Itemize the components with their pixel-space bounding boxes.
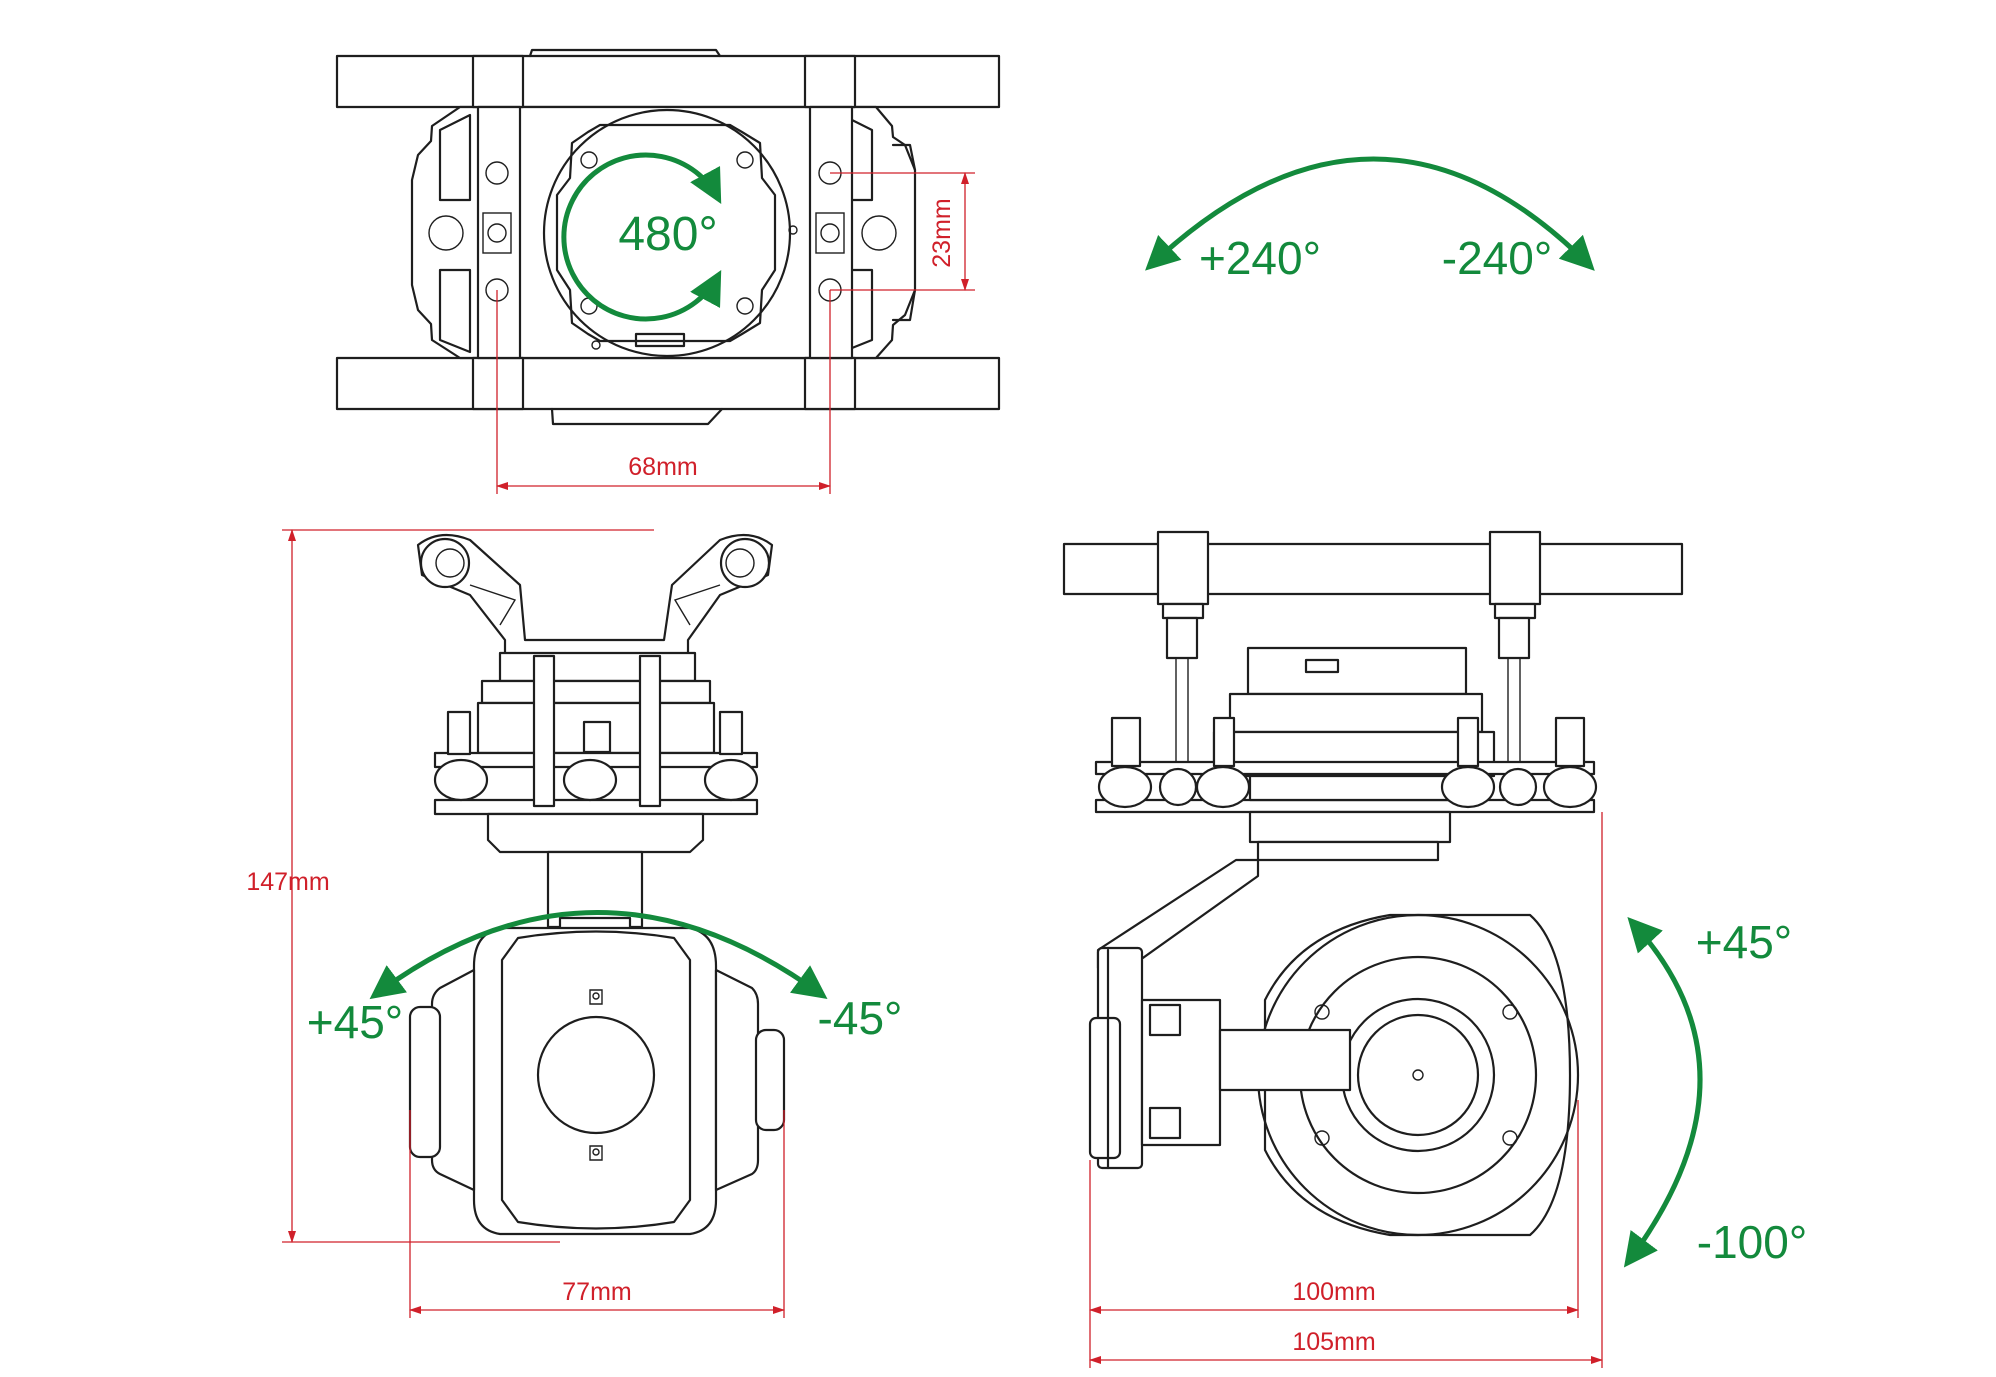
roll-range-arrow	[369, 910, 828, 1000]
yaw-rotation-label: 480°	[618, 208, 717, 261]
side-rail	[1062, 542, 1684, 596]
bottom-rail	[335, 356, 1001, 411]
pitch-negative-label: -100°	[1697, 1216, 1807, 1268]
yaw-range-arrow	[1145, 156, 1595, 271]
yaw-negative-label: -240°	[1442, 232, 1552, 284]
yaw-rotation-arrow	[561, 152, 722, 322]
pitch-range-arrow	[1623, 916, 1703, 1268]
height-23-label: 23mm	[928, 198, 956, 267]
width-68-label: 68mm	[628, 453, 697, 481]
roll-positive-label: +45°	[307, 996, 403, 1048]
damper-bracket	[416, 533, 774, 662]
side-view: +45° -100° 100mm 105mm	[1062, 530, 1807, 1368]
top-rail	[335, 54, 1001, 109]
yaw-positive-label: +240°	[1199, 232, 1321, 284]
roll-negative-label: -45°	[818, 992, 903, 1044]
width-100-label: 100mm	[1292, 1278, 1375, 1306]
top-view: 480° 68mm 23mm	[335, 48, 1001, 494]
width-105-label: 105mm	[1292, 1328, 1375, 1356]
height-147-label: 147mm	[246, 868, 329, 896]
front-view: +45° -45° 147mm 77mm	[246, 529, 903, 1318]
left-clamp	[471, 54, 525, 411]
camera-lens-front	[536, 1015, 656, 1135]
width-77-label: 77mm	[562, 1278, 631, 1306]
pitch-positive-label: +45°	[1696, 916, 1792, 968]
yaw-range: +240° -240°	[1145, 156, 1595, 284]
